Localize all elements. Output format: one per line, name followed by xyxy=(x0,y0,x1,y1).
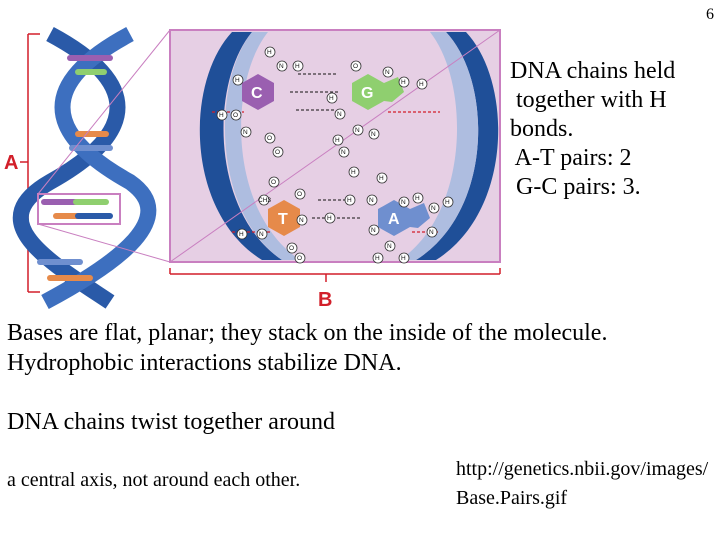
svg-text:H: H xyxy=(335,137,340,144)
svg-text:H: H xyxy=(295,63,300,70)
zoom-lines xyxy=(37,29,171,263)
svg-text:H: H xyxy=(419,81,424,88)
paragraph-twist: DNA chains twist together around xyxy=(7,409,335,435)
page-number: 6 xyxy=(706,6,714,23)
atoms xyxy=(216,46,454,264)
svg-text:N: N xyxy=(243,129,248,136)
side-note-line: DNA chains held xyxy=(510,58,676,84)
svg-text:N: N xyxy=(337,111,342,118)
svg-text:H: H xyxy=(401,255,406,262)
svg-text:H: H xyxy=(401,79,406,86)
svg-text:H: H xyxy=(235,77,240,84)
svg-text:N: N xyxy=(369,197,374,204)
svg-text:H: H xyxy=(379,175,384,182)
paragraph-bases: Bases are flat, planar; they stack on th… xyxy=(7,320,608,376)
svg-text:N: N xyxy=(401,199,406,206)
svg-text:N: N xyxy=(387,243,392,250)
side-note-line: bonds. xyxy=(510,116,574,142)
base-a: A xyxy=(378,200,430,236)
side-note-line: G-C pairs: 3. xyxy=(510,174,641,200)
svg-text:O: O xyxy=(297,255,302,262)
svg-text:N: N xyxy=(429,229,434,236)
svg-text:H: H xyxy=(445,199,450,206)
svg-text:T: T xyxy=(278,211,288,228)
svg-text:N: N xyxy=(385,69,390,76)
svg-text:N: N xyxy=(341,149,346,156)
label-a: A xyxy=(4,152,18,174)
double-helix xyxy=(12,26,157,310)
label-b: B xyxy=(318,289,332,311)
svg-text:N: N xyxy=(279,63,284,70)
svg-text:H: H xyxy=(347,197,352,204)
base-g: G xyxy=(352,74,404,110)
svg-text:N: N xyxy=(299,217,304,224)
svg-text:H: H xyxy=(415,195,420,202)
paragraph-axis: a central axis, not around each other. xyxy=(7,469,301,491)
base-c: C xyxy=(242,74,274,110)
bracket-b xyxy=(169,268,501,282)
svg-text:G: G xyxy=(361,85,373,102)
dna-diagram: A xyxy=(4,26,501,311)
side-note-line: together with H xyxy=(510,87,667,113)
svg-text:O: O xyxy=(271,179,276,186)
base-pairs-figure: A xyxy=(0,22,512,312)
svg-text:H: H xyxy=(375,255,380,262)
svg-text:O: O xyxy=(275,149,280,156)
base-t: T xyxy=(268,200,300,236)
svg-text:O: O xyxy=(289,245,294,252)
svg-text:H: H xyxy=(329,95,334,102)
svg-text:H: H xyxy=(219,112,224,119)
side-note-line: A-T pairs: 2 xyxy=(510,145,632,171)
svg-text:A: A xyxy=(388,211,400,228)
side-note: DNA chains held together with H bonds. A… xyxy=(510,57,715,202)
svg-text:C: C xyxy=(251,85,263,102)
svg-text:H: H xyxy=(239,231,244,238)
svg-text:O: O xyxy=(353,63,358,70)
svg-text:CH3: CH3 xyxy=(258,197,271,204)
svg-text:O: O xyxy=(267,135,272,142)
svg-text:N: N xyxy=(431,205,436,212)
svg-text:O: O xyxy=(233,112,238,119)
source-link[interactable]: http://genetics.nbii.gov/images/Base.Pai… xyxy=(456,458,709,509)
atom-labels: H N H H H O N O O O N H H H N N N H N H … xyxy=(219,49,450,262)
svg-text:H: H xyxy=(267,49,272,56)
svg-text:O: O xyxy=(297,191,302,198)
svg-text:N: N xyxy=(355,127,360,134)
svg-text:H: H xyxy=(351,169,356,176)
svg-text:H: H xyxy=(327,215,332,222)
svg-text:N: N xyxy=(371,131,376,138)
hydrogen-bonds xyxy=(290,73,360,219)
svg-text:N: N xyxy=(259,231,264,238)
svg-text:N: N xyxy=(371,227,376,234)
